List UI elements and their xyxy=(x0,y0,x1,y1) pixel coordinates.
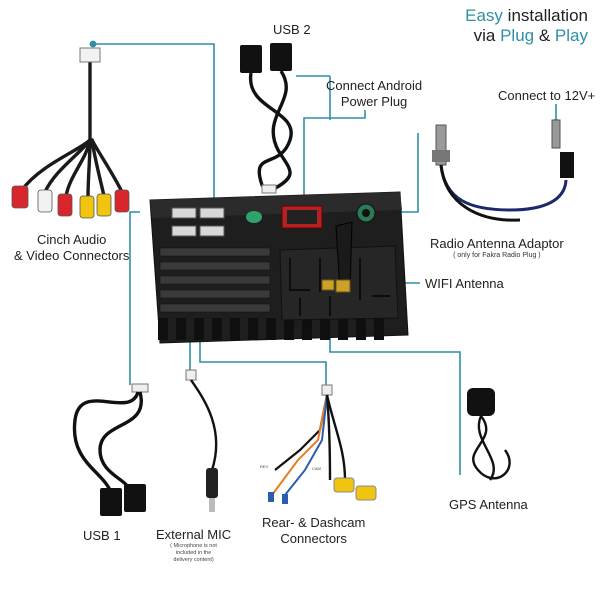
gps-socket-gold xyxy=(321,279,335,291)
leader-usb1 xyxy=(129,211,140,385)
rca-yellow-2 xyxy=(96,193,112,217)
unit-usb-port-3 xyxy=(171,225,197,237)
label-cinch-line1: Cinch Audio xyxy=(37,232,107,247)
rca-red-2 xyxy=(57,193,73,217)
label-rear-dashcam-line1: Rear- & Dashcam xyxy=(262,515,366,530)
leader-dot-cinch xyxy=(89,40,97,48)
wire-tag-2: CAM xyxy=(312,466,321,471)
label-wifi-antenna: WIFI Antenna xyxy=(425,276,504,291)
label-android-plug-line1: Connect Android xyxy=(326,78,423,93)
label-connect-12v: Connect to 12V+ xyxy=(498,88,596,103)
leader-cinch xyxy=(93,43,215,215)
headline-via: via xyxy=(473,26,501,45)
usb1-plug-b xyxy=(124,484,146,512)
gps-antenna xyxy=(467,388,511,481)
radio-antenna-adaptor xyxy=(432,119,574,222)
label-rear-dashcam-line2: Connectors xyxy=(280,531,347,546)
unit-usb-port-1 xyxy=(171,207,197,219)
label-external-mic: External MIC ( Microphone is not include… xyxy=(156,527,231,564)
rca-red-1 xyxy=(11,185,29,209)
leader-android xyxy=(303,110,366,210)
head-unit xyxy=(149,191,409,344)
headline-amp: & xyxy=(534,26,555,45)
label-android-plug-line2: Power Plug xyxy=(340,94,408,109)
antenna-plug-12v xyxy=(551,119,561,149)
wifi-antenna-base xyxy=(335,279,351,293)
rca-white-1 xyxy=(37,189,53,213)
headline-plug: Plug xyxy=(500,26,535,45)
vent-grille xyxy=(159,247,271,313)
headline: Easy installation via Plug & Play xyxy=(465,6,588,46)
usb1-plug-a xyxy=(100,488,122,516)
leader-usb2-top xyxy=(296,75,331,120)
cinch-harness xyxy=(11,47,130,219)
label-mic-note-2: included in the xyxy=(175,550,212,556)
headline-installation: installation xyxy=(502,6,588,25)
label-cinch-line2: & Video Connectors xyxy=(14,248,130,263)
label-rear-dashcam: Rear- & Dashcam Connectors xyxy=(262,515,365,547)
dashcam-rca-yellow-1 xyxy=(333,477,355,493)
headline-line-1: Easy installation xyxy=(465,6,588,26)
label-mic-note-1: ( Microphone is not xyxy=(170,543,217,549)
label-mic-note-3: delivery content) xyxy=(173,557,214,563)
label-android-plug: Connect Android Power Plug xyxy=(326,78,422,110)
rear-dashcam-harness: REV CAM xyxy=(260,384,377,504)
label-cinch: Cinch Audio & Video Connectors xyxy=(14,232,129,264)
label-usb1: USB 1 xyxy=(83,528,121,543)
label-gps-antenna: GPS Antenna xyxy=(449,497,528,512)
label-usb2: USB 2 xyxy=(273,22,311,37)
unit-usb-port-2 xyxy=(199,207,225,219)
usb1-cable xyxy=(72,383,149,516)
label-radio-antenna: Radio Antenna Adaptor ( only for Fakra R… xyxy=(430,236,564,260)
unit-green-sticker xyxy=(246,211,262,223)
usb2-plug-a xyxy=(240,45,262,73)
headline-play: Play xyxy=(554,26,588,45)
rca-red-3 xyxy=(114,189,130,213)
wire-tag-1: REV xyxy=(260,464,269,469)
headline-easy: Easy xyxy=(465,6,503,25)
usb2-plug-b xyxy=(270,43,292,71)
unit-usb-port-4 xyxy=(199,225,225,237)
label-radio-antenna-note: ( only for Fakra Radio Plug ) xyxy=(453,252,541,259)
gps-puck xyxy=(467,388,495,416)
usb2-cable xyxy=(240,43,293,194)
external-mic xyxy=(185,369,218,512)
headline-line-2: via Plug & Play xyxy=(465,26,588,46)
label-external-mic-title: External MIC xyxy=(156,527,232,542)
label-radio-antenna-title: Radio Antenna Adaptor xyxy=(430,236,564,251)
rca-yellow-1 xyxy=(79,195,95,219)
dashcam-rca-yellow-2 xyxy=(355,485,377,501)
